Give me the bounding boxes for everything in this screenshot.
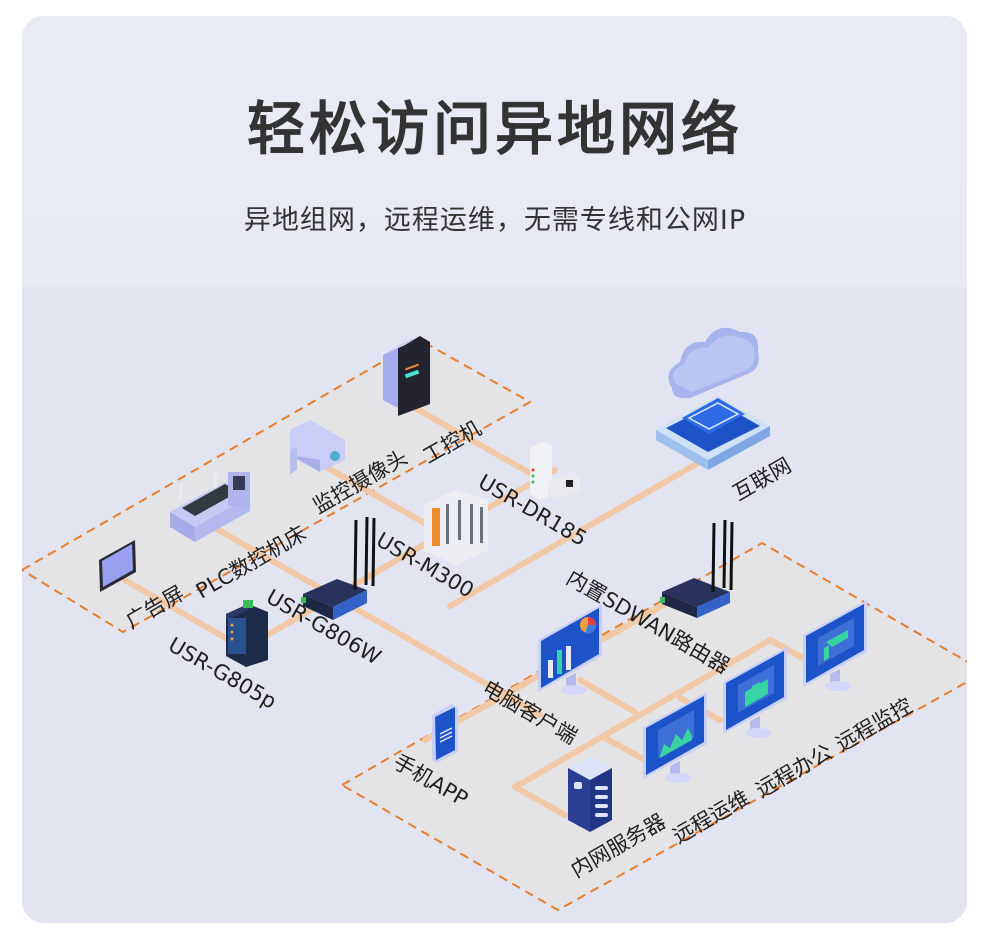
remote-ops-monitor-icon	[643, 692, 707, 783]
link-line	[447, 453, 713, 609]
pc-client-icon	[538, 604, 602, 695]
advertising-screen-icon	[99, 540, 136, 592]
header-band	[22, 16, 967, 287]
mobile-app-icon	[432, 704, 458, 763]
intranet-server-icon	[568, 756, 612, 832]
link-line	[512, 784, 568, 818]
page-title: 轻松访问异地网络	[246, 95, 743, 163]
link-line	[577, 677, 638, 715]
page-subtitle: 异地组网，远程运维，无需专线和公网IP	[243, 205, 747, 236]
sdwan-router-icon	[660, 519, 734, 618]
link-line	[442, 657, 543, 718]
link-line	[122, 577, 241, 648]
cloud-chip-icon	[656, 327, 770, 470]
usr-g805p-icon	[226, 600, 268, 667]
link-line	[512, 637, 773, 790]
link-line	[602, 735, 648, 763]
plc-cnc-machine-icon	[170, 469, 250, 542]
remote-surveillance-monitor-icon	[803, 600, 867, 691]
industrial-pc-icon	[383, 336, 430, 416]
usr-dr185-icon	[530, 442, 580, 500]
surveillance-camera-icon	[290, 420, 345, 474]
usr-g806w-router-icon	[301, 516, 376, 620]
remote-office-monitor-icon	[723, 647, 787, 738]
usr-m300-icon	[424, 490, 488, 565]
